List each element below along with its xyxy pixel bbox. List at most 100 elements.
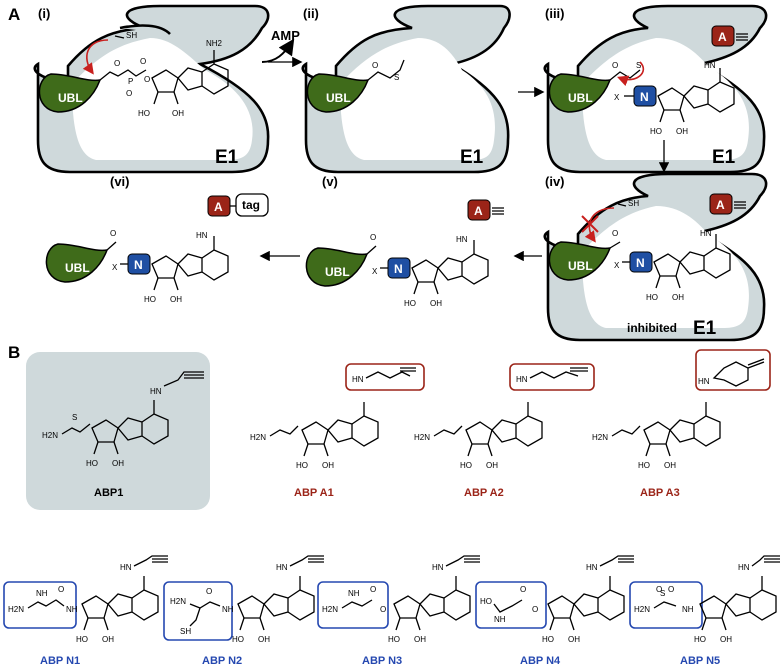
svg-text:OH: OH [672,293,684,302]
abp-n1-label: ABP N1 [40,655,80,667]
e1-label-i: E1 [215,147,239,168]
svg-text:tag: tag [242,198,260,212]
abp-n2-label: ABP N2 [202,655,242,667]
svg-text:HO: HO [694,635,706,644]
svg-text:O: O [58,585,64,594]
abp-a1-label: ABP A1 [294,487,334,499]
abp-a1-structure: H2N HO OH HN [250,363,425,470]
abp-n3-structure: H2N NH O O HO OH HN [317,555,480,644]
svg-text:HN: HN [276,563,288,572]
svg-text:HO: HO [76,635,88,644]
svg-text:HO: HO [638,461,650,470]
svg-text:HN: HN [432,563,444,572]
svg-text:A: A [474,204,483,218]
e1-label-iii: E1 [712,147,736,168]
svg-text:HN: HN [352,375,364,384]
svg-text:OH: OH [676,127,688,136]
svg-text:X: X [614,93,620,102]
svg-text:O: O [140,57,146,66]
svg-text:HN: HN [456,235,468,244]
ubl-label-i: UBL [58,91,83,105]
svg-text:X: X [372,267,378,276]
svg-text:O: O [668,585,674,594]
svg-text:HO: HO [650,127,662,136]
abp-a3-structure: H2N HO OH HN [592,349,771,470]
svg-text:A: A [718,30,727,44]
svg-text:HN: HN [698,377,710,386]
svg-text:OH: OH [258,635,270,644]
a3-highlight-box [695,349,771,391]
svg-text:NH: NH [682,605,694,614]
svg-text:O: O [520,585,526,594]
svg-text:OH: OH [102,635,114,644]
svg-text:SH: SH [180,627,191,636]
svg-text:H2N: H2N [8,605,24,614]
n-module-iii [633,85,657,107]
svg-text:H2N: H2N [634,605,650,614]
abp-a2-label: ABP A2 [464,487,504,499]
svg-text:OH: OH [170,295,182,304]
svg-text:S: S [72,413,77,422]
svg-text:HO: HO [646,293,658,302]
svg-text:HN: HN [516,375,528,384]
abp-n2-structure: H2N SH O NH HO OH HN [163,555,324,644]
svg-text:HN: HN [120,563,132,572]
svg-text:A: A [716,198,725,212]
svg-text:HO: HO [388,635,400,644]
svg-text:O: O [114,59,120,68]
svg-text:H2N: H2N [170,597,186,606]
abp-n4-label: ABP N4 [520,655,561,667]
svg-text:O: O [370,233,376,242]
svg-text:HO: HO [232,635,244,644]
step-label-i: (i) [38,6,50,21]
abp1-label: ABP1 [94,487,123,499]
svg-text:HO: HO [404,299,416,308]
thiol-sh-i: SH [126,31,137,40]
svg-text:HO: HO [138,109,150,118]
svg-text:OH: OH [172,109,184,118]
svg-text:HO: HO [296,461,308,470]
svg-text:O: O [144,75,150,84]
ubl-blob-iii [548,73,612,113]
svg-text:O: O [126,89,132,98]
n5-highlight-box [629,581,703,629]
svg-text:O: O [110,229,116,238]
svg-text:NH: NH [36,589,48,598]
n1-highlight-box [3,581,77,629]
step-label-iii: (iii) [545,6,565,21]
e1-label-iv: E1 [693,318,717,339]
step-label-v: (v) [322,174,338,189]
svg-text:HO: HO [460,461,472,470]
abp1-structure: H2N S HO OH HN [42,371,204,468]
abp-n3-label: ABP N3 [362,655,402,667]
svg-text:O: O [612,229,618,238]
svg-text:NH: NH [222,605,234,614]
svg-text:H2N: H2N [42,431,58,440]
svg-text:N: N [636,256,645,270]
probe-v: UBL O X N HO OH HN A [305,199,504,308]
a-module-iii [711,25,735,47]
svg-text:HO: HO [86,459,98,468]
a1-highlight-box [345,363,425,391]
svg-text:HO: HO [542,635,554,644]
svg-text:H2N: H2N [250,433,266,442]
step-label-ii: (ii) [303,6,319,21]
svg-text:P: P [128,77,133,86]
svg-text:O: O [370,585,376,594]
abp-n5-structure: H2N S O O NH HO OH HN [629,555,780,644]
tag-box [235,193,269,217]
svg-text:OH: OH [568,635,580,644]
svg-text:S: S [660,589,665,598]
abp-a3-label: ABP A3 [640,487,680,499]
svg-text:X: X [112,263,118,272]
svg-text:HO: HO [480,597,492,606]
abp-a2-structure: H2N HO OH HN [414,363,595,470]
ubl-label-iii: UBL [568,91,593,105]
svg-text:HO: HO [144,295,156,304]
release-arrow-amp [261,38,295,63]
svg-text:H2N: H2N [414,433,430,442]
n3-highlight-box [317,581,389,629]
n2-highlight-box [163,581,233,641]
n4-highlight-box [475,581,547,629]
